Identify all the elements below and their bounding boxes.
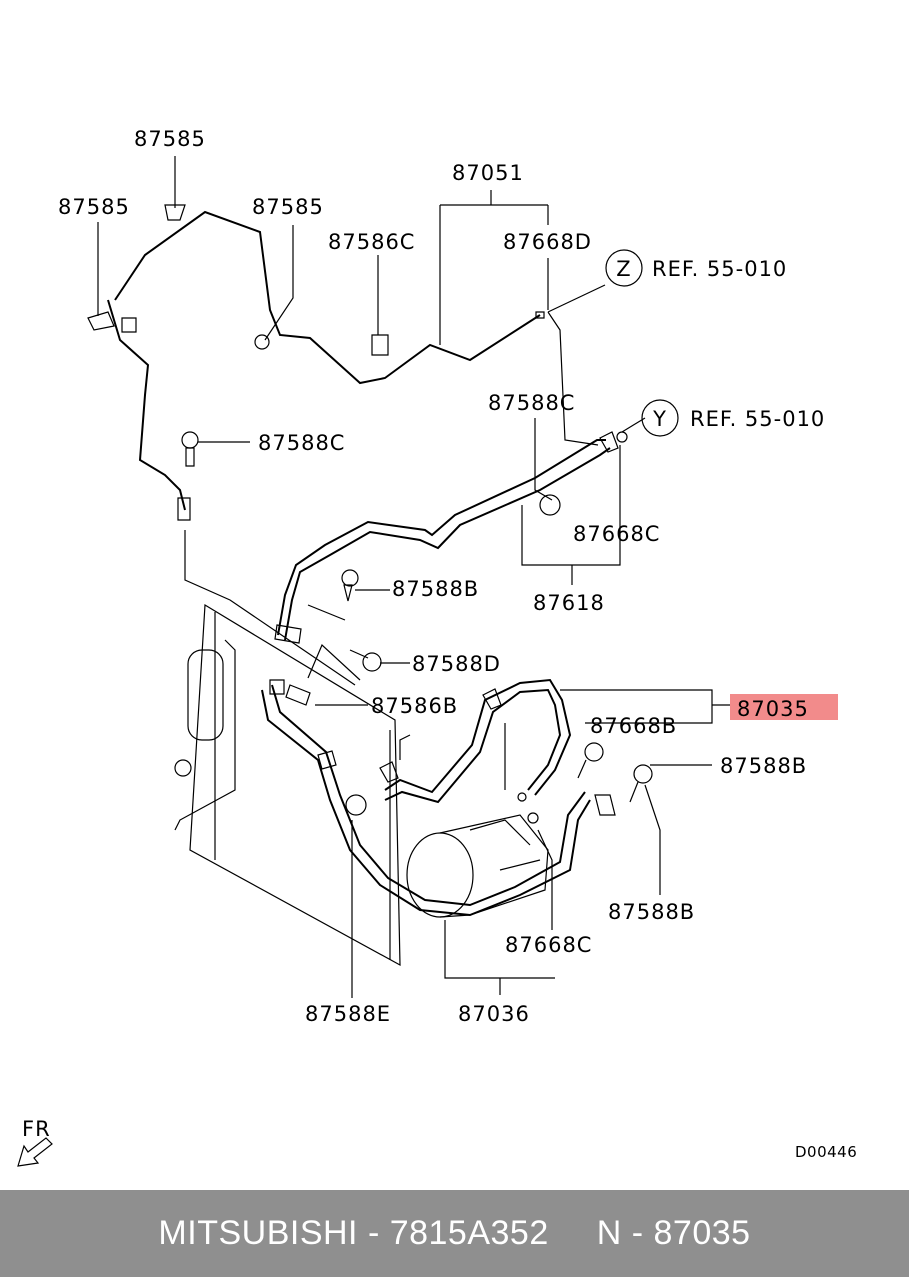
ref-y-circle [641, 399, 679, 437]
liquid-pipe-87051 [87, 204, 545, 521]
label-87035[interactable]: 87035 [737, 697, 809, 721]
suction-hose-87036 [261, 684, 616, 917]
label-87585-top[interactable]: 87585 [134, 127, 206, 151]
label-87588b-right[interactable]: 87588B [720, 754, 807, 778]
label-87588c-top[interactable]: 87588C [488, 391, 575, 415]
label-87586c[interactable]: 87586C [328, 230, 415, 254]
label-87668b[interactable]: 87668B [590, 714, 677, 738]
label-87036[interactable]: 87036 [458, 1002, 530, 1026]
label-87585-right[interactable]: 87585 [252, 195, 324, 219]
label-87668d[interactable]: 87668D [503, 230, 592, 254]
ref-z-text: REF. 55-010 [652, 257, 787, 281]
fr-label: FR [22, 1117, 51, 1141]
footer-ref: N - 87035 [596, 1214, 751, 1252]
footer-brand-part: MITSUBISHI - 7815A352 [158, 1214, 549, 1252]
footer-bar: MITSUBISHI - 7815A352 N - 87035 [0, 1190, 909, 1277]
discharge-hose-87035 [379, 678, 572, 804]
leader-lines [97, 156, 730, 998]
ref-y-letter: Y [652, 407, 667, 431]
condenser [174, 603, 401, 967]
parts-diagram: Z REF. 55-010 Y REF. 55-010 87585 87585 … [17, 127, 857, 1167]
ref-z-letter: Z [616, 257, 631, 281]
label-87588b-mid[interactable]: 87588B [392, 577, 479, 601]
label-87668c-low[interactable]: 87668C [505, 933, 592, 957]
ref-z-circle [605, 249, 643, 287]
label-87588b-low[interactable]: 87588B [608, 900, 695, 924]
label-87588d[interactable]: 87588D [412, 652, 501, 676]
label-87588e[interactable]: 87588E [305, 1002, 391, 1026]
label-87585-left[interactable]: 87585 [58, 195, 130, 219]
suction-hose-87618 [277, 431, 628, 641]
fr-arrow-icon [17, 1137, 53, 1167]
label-87588c-left[interactable]: 87588C [258, 431, 345, 455]
ref-y-text: REF. 55-010 [690, 407, 825, 431]
label-87618[interactable]: 87618 [533, 591, 605, 615]
label-87586b[interactable]: 87586B [371, 694, 458, 718]
label-87051[interactable]: 87051 [452, 161, 524, 185]
diagram-code: D00446 [795, 1143, 857, 1161]
label-87668c-upper[interactable]: 87668C [573, 522, 660, 546]
highlight-87035 [730, 694, 838, 720]
fittings [181, 431, 653, 824]
